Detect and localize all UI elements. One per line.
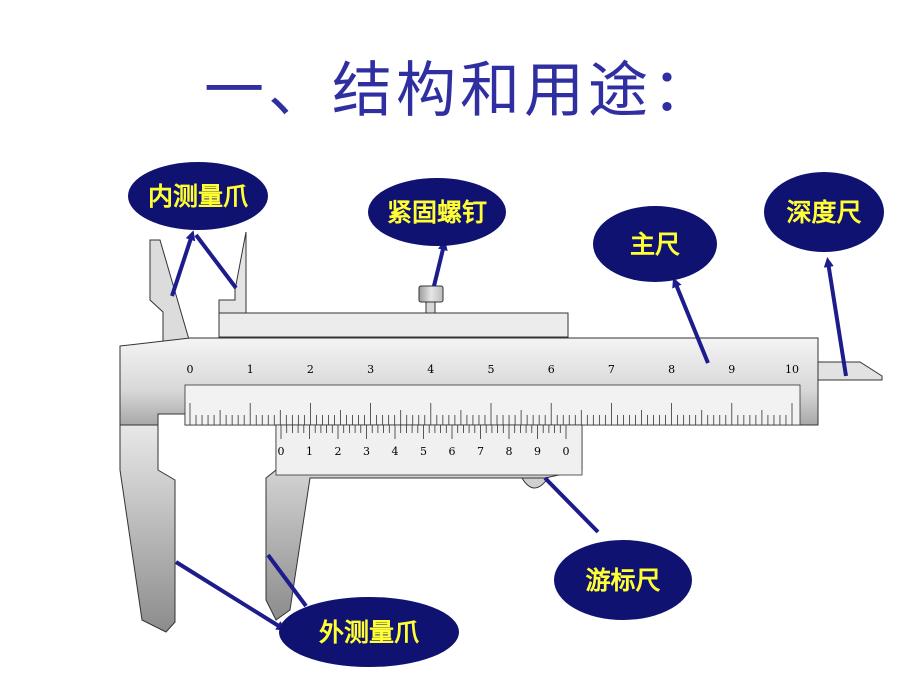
label-vernier-scale-text: 游标尺 bbox=[585, 566, 660, 595]
vernier-scale-number: 9 bbox=[534, 445, 541, 458]
label-vernier-scale: 游标尺 bbox=[554, 540, 692, 620]
main-scale-number: 10 bbox=[785, 363, 799, 376]
label-lock-screw: 紧固螺钉 bbox=[368, 178, 506, 246]
vernier-scale-number: 0 bbox=[563, 445, 570, 458]
vernier-scale-numbers: 0 1 2 3 4 5 6 7 8 9 0 bbox=[278, 445, 570, 458]
label-outer-jaw: 外测量爪 bbox=[279, 597, 459, 667]
arrow-main-scale bbox=[672, 277, 710, 364]
label-depth-gauge: 深度尺 bbox=[764, 172, 884, 252]
main-scale-number: 2 bbox=[307, 363, 314, 376]
outer-jaw-fixed bbox=[119, 424, 176, 633]
vernier-scale-number: 7 bbox=[477, 445, 484, 458]
label-lock-screw-text: 紧固螺钉 bbox=[387, 198, 487, 227]
vernier-scale-number: 3 bbox=[363, 445, 370, 458]
lock-screw-stem bbox=[425, 300, 436, 314]
arrow-inner-jaw-right bbox=[194, 233, 238, 290]
lock-screw-head bbox=[418, 285, 444, 303]
main-scale-number: 7 bbox=[608, 363, 615, 376]
vernier-scale-number: 1 bbox=[306, 445, 313, 458]
vernier-scale-face bbox=[275, 424, 583, 476]
main-scale-number: 4 bbox=[427, 363, 434, 376]
arrow-outer-jaw-right bbox=[266, 553, 308, 608]
label-main-scale-text: 主尺 bbox=[630, 230, 680, 259]
upper-rail bbox=[218, 312, 569, 338]
inner-jaw-moving bbox=[218, 231, 247, 337]
main-scale-number: 9 bbox=[728, 363, 735, 376]
label-main-scale: 主尺 bbox=[593, 206, 717, 282]
main-scale-number: 6 bbox=[548, 363, 555, 376]
vernier-scale-number: 2 bbox=[335, 445, 342, 458]
page-title: 一、结构和用途： bbox=[204, 56, 716, 126]
vernier-scale-ticks bbox=[280, 425, 567, 439]
arrow-inner-jaw-left bbox=[170, 230, 196, 297]
label-outer-jaw-text: 外测量爪 bbox=[319, 618, 420, 647]
arrow-vernier-scale bbox=[543, 476, 600, 534]
label-inner-jaw: 内测量爪 bbox=[128, 162, 268, 230]
vernier-scale-number: 0 bbox=[278, 445, 285, 458]
main-scale-numbers: 0 1 2 3 4 5 6 7 8 9 10 bbox=[187, 363, 800, 376]
main-scale-number: 3 bbox=[367, 363, 374, 376]
vernier-scale-number: 5 bbox=[420, 445, 427, 458]
main-scale-number: 0 bbox=[187, 363, 194, 376]
arrow-outer-jaw-left bbox=[174, 560, 287, 631]
label-depth-gauge-text: 深度尺 bbox=[786, 198, 861, 227]
arrow-depth-gauge bbox=[823, 257, 848, 377]
vernier-scale-number: 6 bbox=[449, 445, 456, 458]
main-scale-number: 8 bbox=[668, 363, 675, 376]
main-scale-ticks bbox=[189, 403, 793, 425]
thumb-grip bbox=[521, 477, 549, 489]
main-scale-number: 5 bbox=[488, 363, 495, 376]
arrow-lock-screw bbox=[432, 240, 448, 287]
label-inner-jaw-text: 内测量爪 bbox=[148, 182, 249, 211]
callout-arrows bbox=[170, 230, 848, 631]
vernier-scale-number: 8 bbox=[506, 445, 513, 458]
main-scale-number: 1 bbox=[247, 363, 254, 376]
depth-rod bbox=[817, 361, 883, 381]
vernier-scale-number: 4 bbox=[392, 445, 399, 458]
